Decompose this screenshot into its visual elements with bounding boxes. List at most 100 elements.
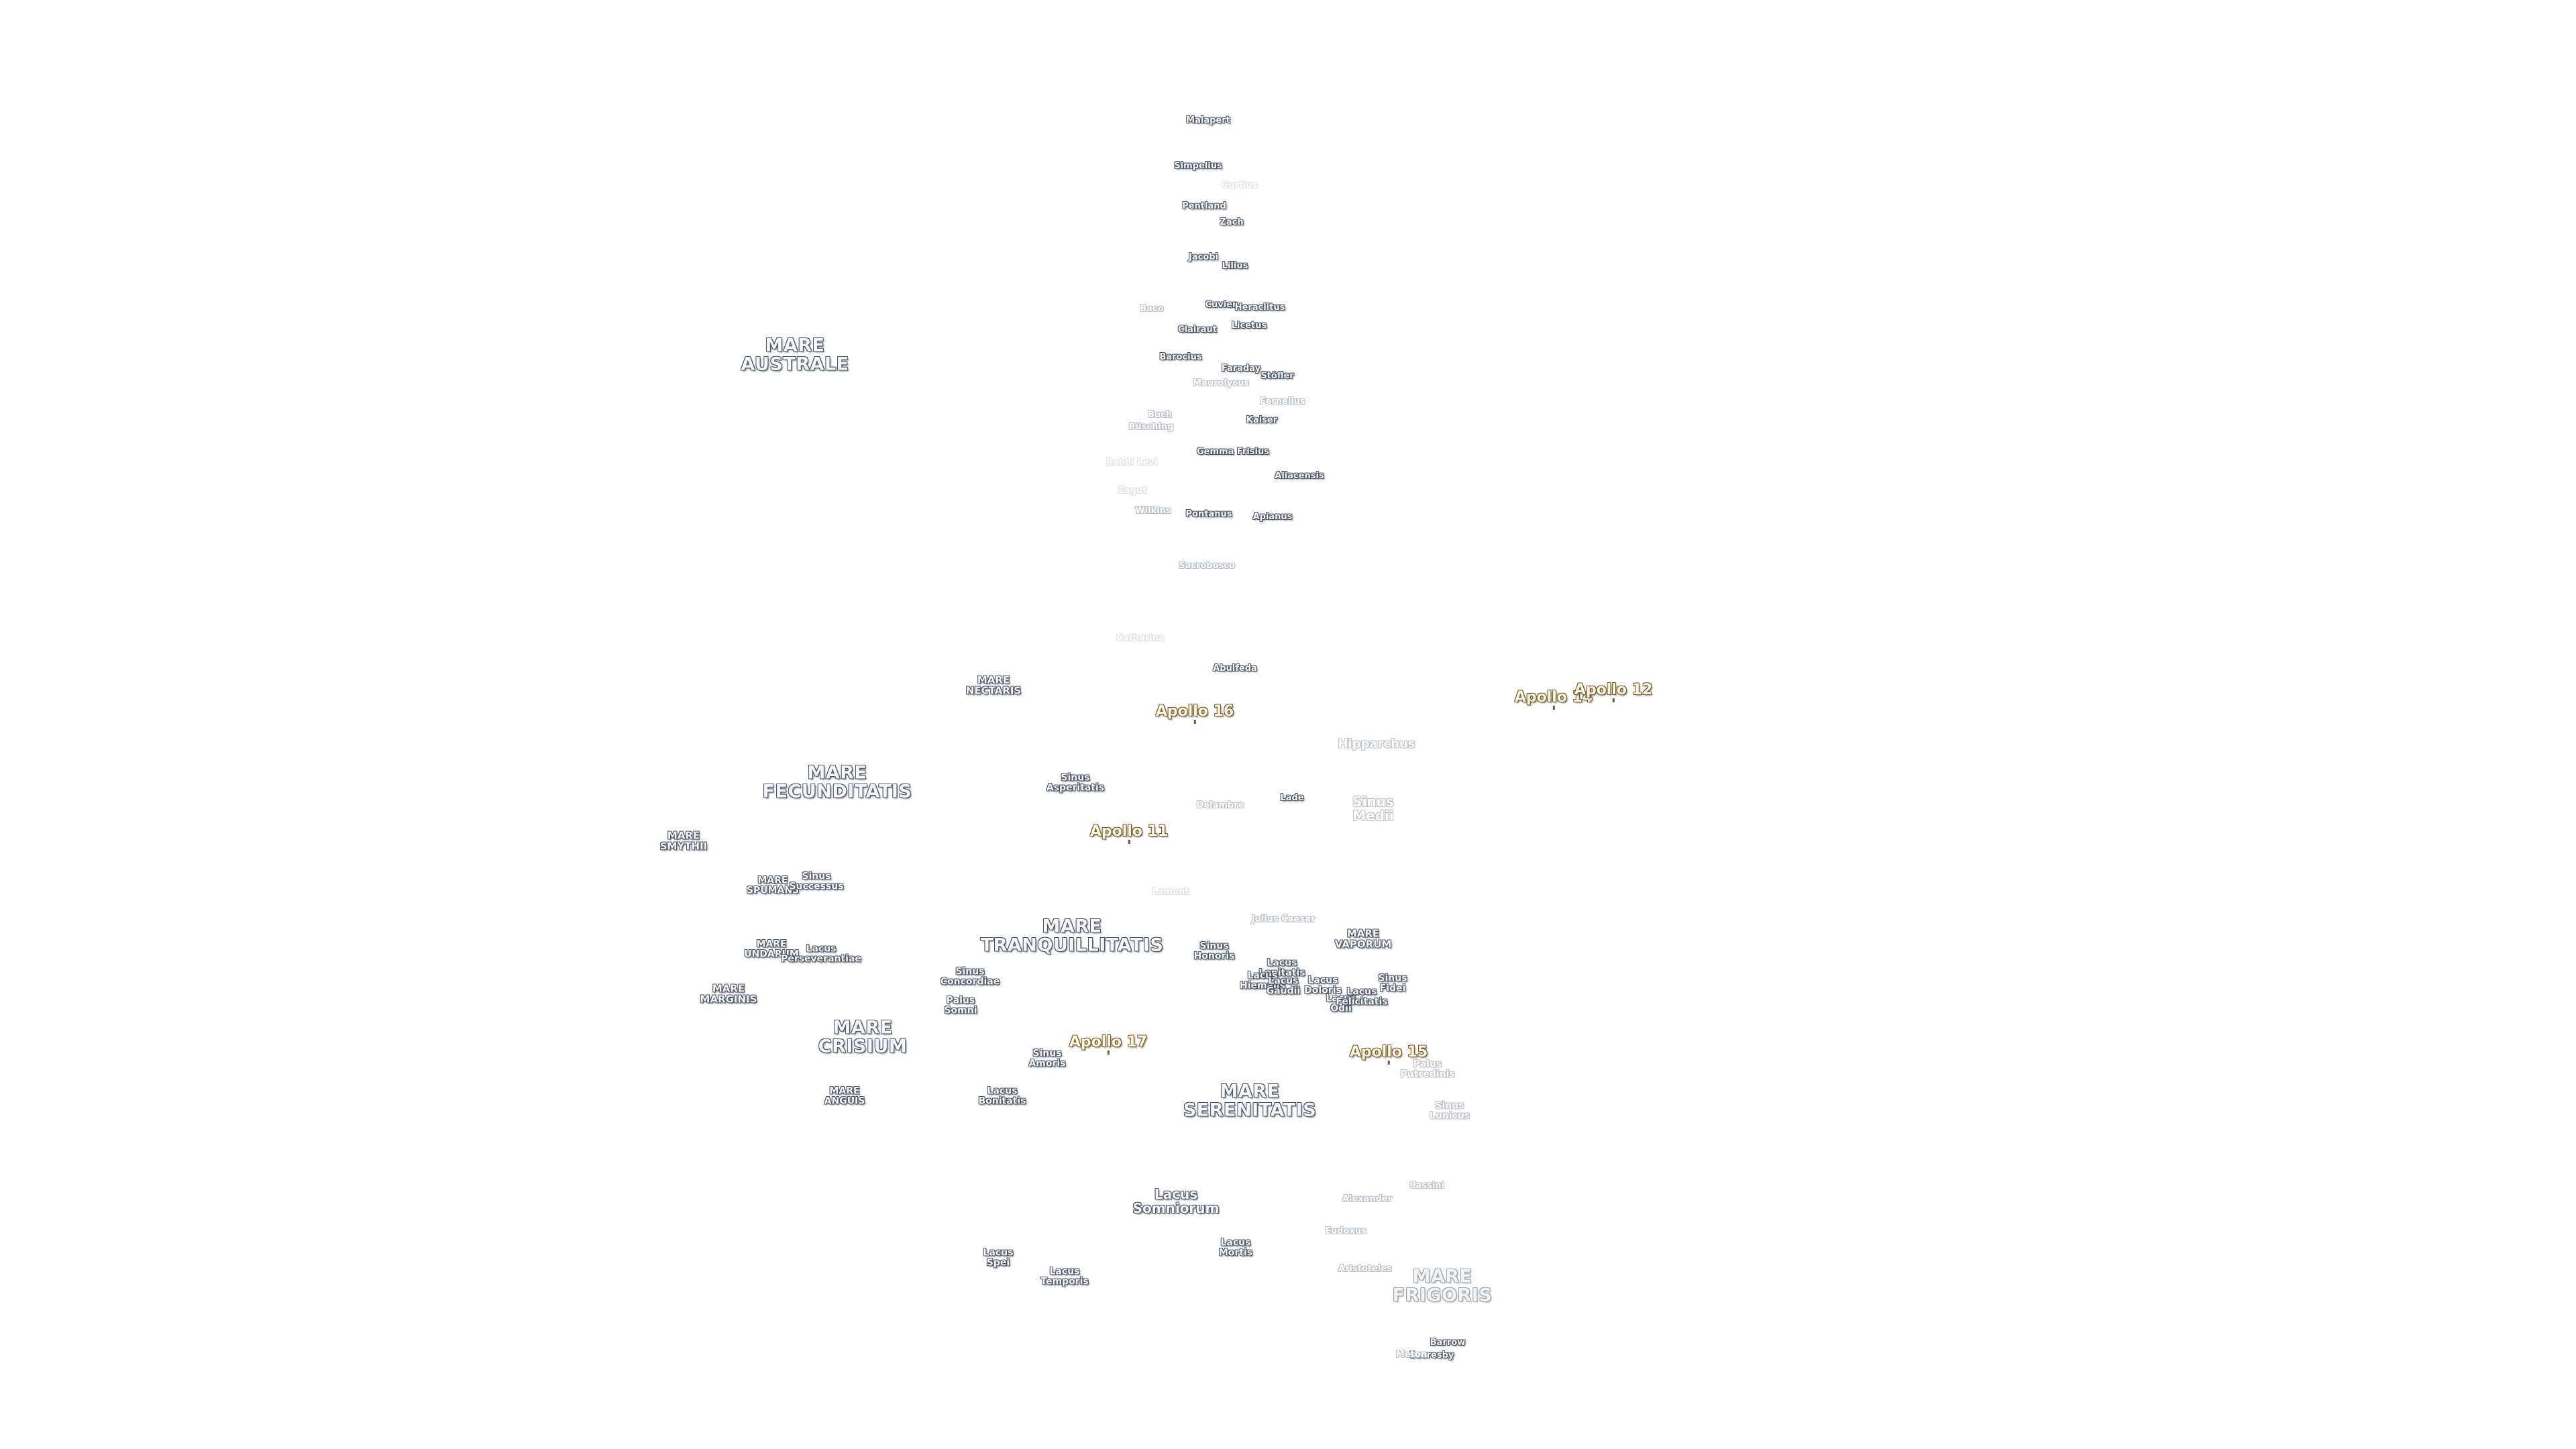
label-line: Odii <box>1330 1003 1352 1014</box>
label-line: Felicitatis <box>1336 996 1388 1007</box>
label-line: Pontanus <box>1185 509 1232 520</box>
label-line: Delambre <box>1196 800 1244 811</box>
feature-label-busching: Büsching <box>1129 423 1174 432</box>
label-line: Julius Caesar <box>1251 914 1316 925</box>
feature-label-fernelius: Fernelius <box>1260 397 1305 407</box>
label-line: MARE <box>756 938 787 950</box>
label-line: Bonitatis <box>978 1095 1026 1106</box>
label-line: Sinus <box>1032 1048 1062 1059</box>
feature-label-curtius: Curtius <box>1222 181 1258 191</box>
label-line: Palus <box>946 995 975 1006</box>
label-line: Licetus <box>1231 321 1267 331</box>
label-line: Lacus <box>806 943 837 955</box>
label-line: CRISIUM <box>818 1036 908 1057</box>
label-line: Sinus <box>802 871 831 882</box>
label-line: Sinus <box>1435 1100 1464 1112</box>
label-line: Lacus <box>1326 993 1356 1004</box>
label-line: Lacus <box>1346 986 1377 998</box>
label-line: Lacus <box>1154 1186 1198 1202</box>
feature-label-lilius: Lilius <box>1222 262 1248 271</box>
label-line: Büsching <box>1128 422 1174 433</box>
label-line: Sinus <box>1199 941 1229 952</box>
feature-label-delambre: Delambre <box>1197 801 1244 810</box>
feature-label-stoefler: Stöfler <box>1260 372 1293 381</box>
feature-label-sacrobosco: Sacrobosco <box>1179 561 1235 571</box>
label-line: Asperitatis <box>1046 782 1105 793</box>
label-line: Lacus <box>1220 1237 1251 1248</box>
label-line: Sinus <box>955 966 985 977</box>
label-line: Heraclitus <box>1234 303 1285 313</box>
label-line: Hiemalis <box>1240 980 1285 991</box>
feature-label-simpelius: Simpelius <box>1174 162 1222 171</box>
label-line: Somni <box>944 1005 977 1016</box>
label-line: VAPORUM <box>1334 938 1392 950</box>
feature-label-catharina: Catharina <box>1116 634 1164 643</box>
label-line: Apollo 17 <box>1069 1034 1147 1055</box>
label-line: MARE <box>1220 1081 1280 1102</box>
label-line: FRIGORIS <box>1392 1285 1493 1306</box>
label-line: Apollo 14 <box>1515 690 1593 710</box>
label-line: Putredinis <box>1400 1069 1455 1079</box>
label-line: Sinus <box>1061 772 1090 784</box>
label-line: Lacus <box>987 1085 1018 1097</box>
label-line: MARE <box>1042 916 1102 937</box>
feature-label-scoresby: Scoresby <box>1409 1351 1454 1360</box>
label-line: SMYTHII <box>659 840 708 852</box>
label-line: SERENITATIS <box>1183 1100 1317 1121</box>
label-line: NECTARIS <box>965 684 1022 696</box>
label-line: Sinus <box>1352 794 1394 810</box>
label-line: Meton <box>1395 1350 1428 1360</box>
feature-label-lamont: Lamont <box>1152 888 1189 897</box>
label-line: MARE <box>757 875 788 886</box>
label-line: FECUNDITATIS <box>762 782 912 802</box>
feature-label-kaiser: Kaiser <box>1246 416 1277 425</box>
label-line: MARE <box>977 674 1010 686</box>
label-line: MARE <box>833 1017 893 1038</box>
feature-label-faraday: Faraday <box>1222 364 1260 374</box>
label-line: Apollo 16 <box>1156 704 1234 724</box>
feature-label-eudoxus: Eudoxus <box>1325 1227 1366 1236</box>
label-line: Wilkins <box>1135 506 1171 517</box>
label-line: MARE <box>1412 1266 1472 1287</box>
feature-label-abulfeda: Abulfeda <box>1213 664 1257 674</box>
label-line: Somniorum <box>1132 1200 1220 1216</box>
label-line: Rabbi Levi <box>1106 458 1158 468</box>
label-line: Malapert <box>1186 115 1230 126</box>
label-line: Perseverantiae <box>781 953 861 964</box>
feature-label-julius-caesar: Julius Caesar <box>1252 915 1316 924</box>
label-line: Hipparchus <box>1338 737 1415 751</box>
label-line: Honoris <box>1193 951 1235 961</box>
label-line: Aliacensis <box>1275 471 1324 482</box>
label-line: Apollo 11 <box>1090 824 1168 844</box>
label-line: Aristoteles <box>1338 1264 1392 1275</box>
label-line: Alexander <box>1342 1194 1393 1205</box>
label-line: Apollo 15 <box>1350 1044 1428 1065</box>
feature-label-barrow: Barrow <box>1430 1338 1465 1348</box>
feature-label-cassini: Cassini <box>1409 1181 1444 1191</box>
label-line: Cuvier <box>1205 300 1237 311</box>
landing-site-apollo-11: Apollo 11 <box>1090 824 1168 844</box>
feature-label-heraclitus: Heraclitus <box>1235 303 1285 313</box>
label-line: MARE <box>667 829 700 842</box>
label-line: Apianus <box>1252 512 1293 523</box>
label-line: MARE <box>1346 927 1380 940</box>
